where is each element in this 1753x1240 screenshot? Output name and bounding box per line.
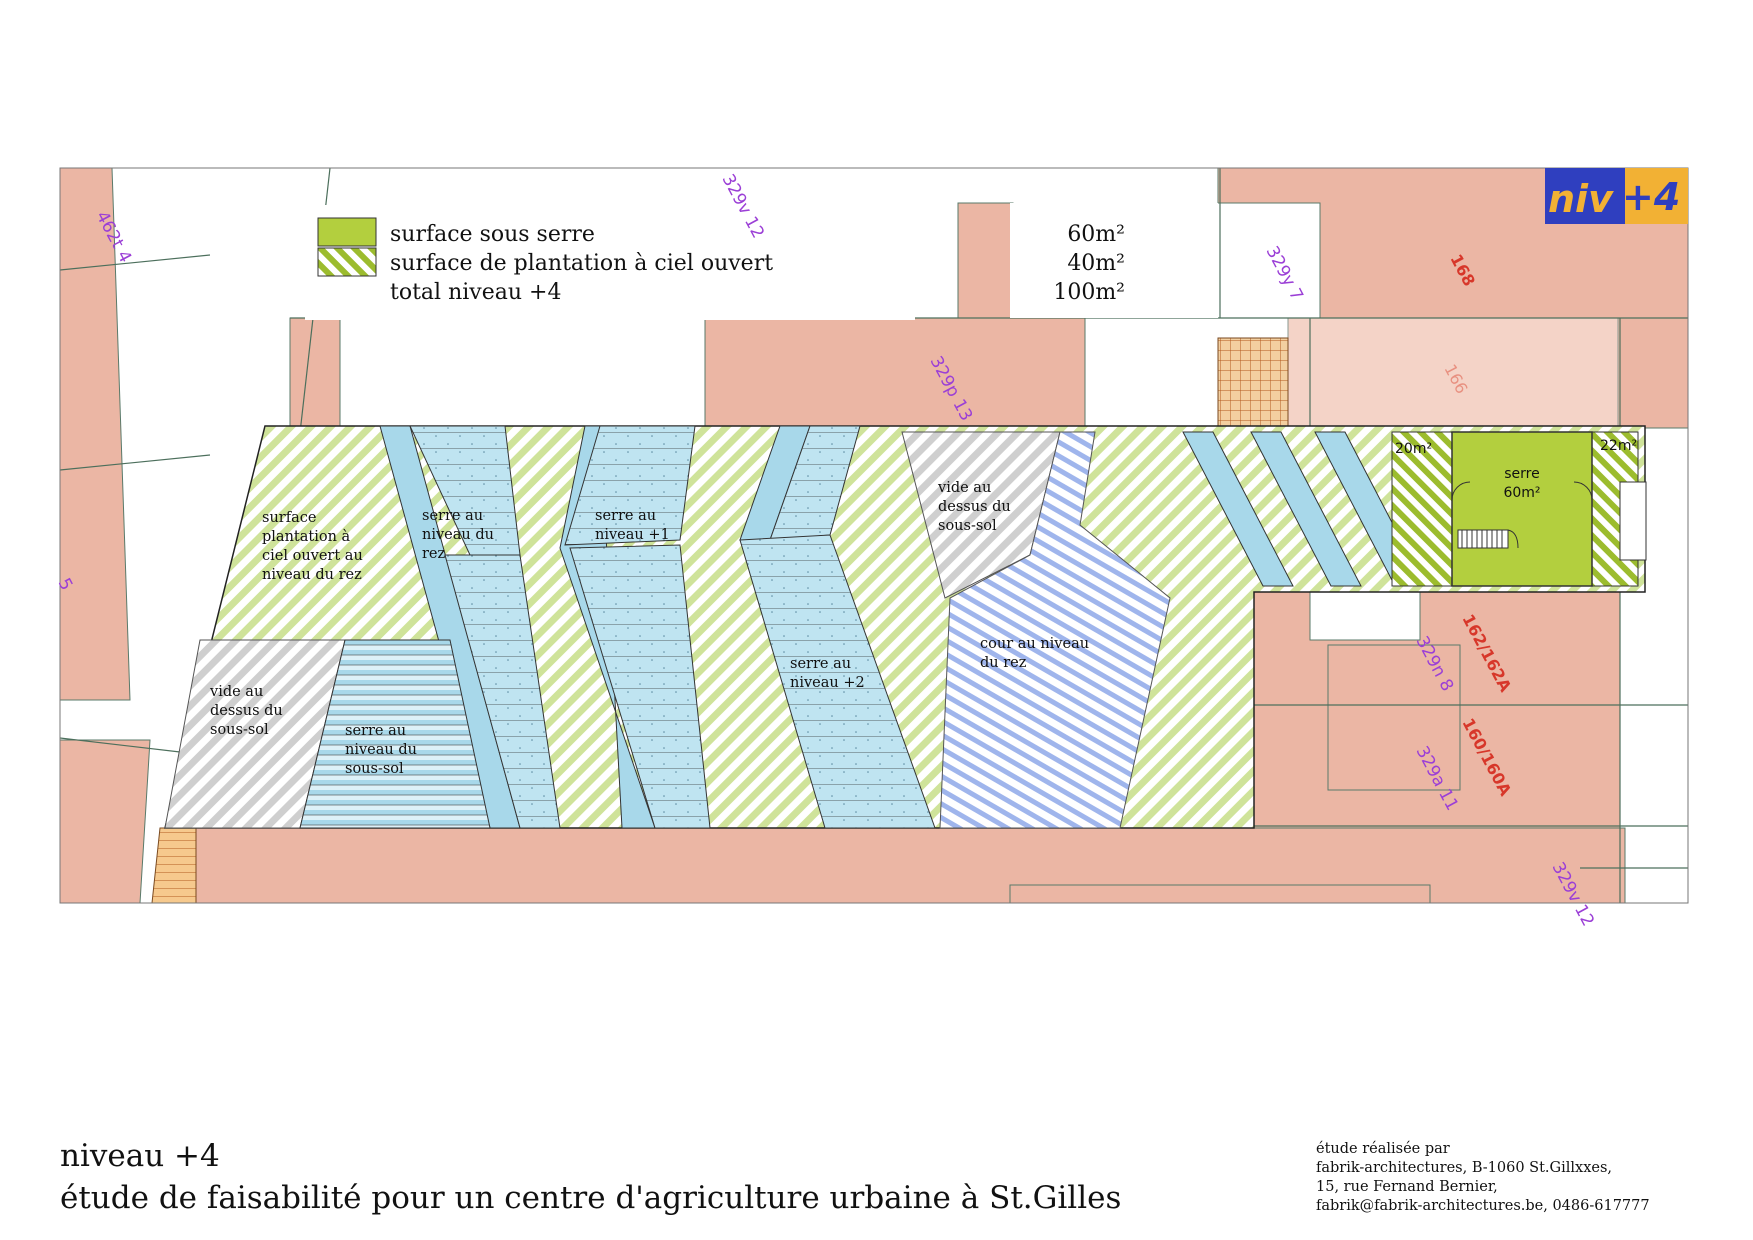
- footer-title-line1: niveau +4: [60, 1138, 220, 1174]
- legend-values-box: [1010, 203, 1218, 318]
- svg-text:cour au niveau: cour au niveau: [980, 636, 1089, 652]
- zone-void-center: vide au dessus du sous-sol: [937, 480, 1011, 534]
- legend-value-3: 100m²: [1053, 280, 1125, 305]
- svg-text:niveau du: niveau du: [422, 527, 494, 543]
- svg-text:sous-sol: sous-sol: [210, 722, 269, 738]
- svg-text:niveau +1: niveau +1: [595, 527, 670, 543]
- svg-text:serre au: serre au: [345, 723, 406, 739]
- svg-text:sous-sol: sous-sol: [345, 761, 404, 777]
- credits-line: 15, rue Fernand Bernier,: [1316, 1179, 1498, 1195]
- zone-courtyard: cour au niveau du rez: [980, 636, 1089, 671]
- orange-lined-block: [151, 827, 197, 903]
- roof-right-area: 22m²: [1600, 438, 1637, 454]
- greenhouse-ground-bottom: [444, 554, 561, 829]
- svg-text:niveau +2: niveau +2: [790, 675, 865, 691]
- svg-text:serre: serre: [1504, 466, 1539, 482]
- badge-suffix: +4: [1622, 175, 1680, 219]
- legend-swatch-solid: [317, 217, 377, 247]
- greenhouse-level1-top: [564, 425, 696, 546]
- stair-icon: [1457, 529, 1519, 549]
- svg-text:serre au: serre au: [790, 656, 851, 672]
- drawing-frame: [59, 167, 1689, 904]
- roof-left-area: 20m²: [1395, 441, 1432, 457]
- svg-text:plantation à: plantation à: [262, 528, 351, 545]
- neighbour-buildings: [60, 168, 1688, 903]
- svg-text:dessus du: dessus du: [210, 703, 283, 719]
- svg-text:du rez: du rez: [980, 655, 1027, 671]
- zone-greenhouse-ground: serre au niveau du rez: [422, 508, 494, 562]
- credits-line: fabrik-architectures, B-1060 St.Gillxxes…: [1316, 1160, 1613, 1176]
- svg-text:sous-sol: sous-sol: [938, 518, 997, 534]
- svg-text:60m²: 60m²: [1503, 485, 1540, 501]
- zone-void-left: vide au dessus du sous-sol: [209, 684, 283, 738]
- badge-prefix: niv: [1548, 177, 1614, 221]
- svg-text:rez: rez: [422, 546, 446, 562]
- greenhouse-basement: [299, 639, 491, 829]
- svg-text:ciel ouvert au: ciel ouvert au: [262, 548, 363, 564]
- zone-greenhouse-basement: serre au niveau du sous-sol: [345, 723, 417, 777]
- credits-line: fabrik@fabrik-architectures.be, 0486-617…: [1316, 1198, 1650, 1214]
- legend-label-2: surface de plantation à ciel ouvert: [390, 251, 773, 276]
- roof-greenhouse: [1451, 431, 1593, 587]
- svg-text:serre au: serre au: [422, 508, 483, 524]
- svg-text:niveau du: niveau du: [345, 742, 417, 758]
- zone-greenhouse-level1: serre au niveau +1: [595, 508, 670, 543]
- credits-block: étude réalisée par fabrik-architectures,…: [1316, 1140, 1650, 1216]
- door-swings: [1451, 481, 1593, 501]
- legend-value-1: 60m²: [1067, 222, 1125, 247]
- legend-box: [305, 205, 915, 320]
- greenhouse-level1-bottom: [569, 544, 711, 829]
- svg-text:dessus du: dessus du: [938, 499, 1011, 515]
- parcel-label: 329y 7: [1262, 243, 1307, 304]
- greenhouse-strip-5: [1250, 431, 1362, 587]
- svg-text:surface: surface: [262, 510, 316, 526]
- level-badge: niv +4: [1545, 168, 1688, 224]
- svg-text:serre au: serre au: [595, 508, 656, 524]
- zone-greenhouse-level2: serre au niveau +2: [790, 656, 865, 691]
- legend-swatch-hatched: [317, 247, 377, 277]
- roof-door: [1619, 481, 1647, 561]
- legend-label-3: total niveau +4: [390, 280, 561, 305]
- legend-label-1: surface sous serre: [390, 222, 595, 247]
- greenhouse-level2-bottom: [739, 534, 936, 829]
- roof-greenhouse-label: serre 60m²: [1503, 466, 1540, 501]
- svg-text:vide au: vide au: [209, 684, 263, 700]
- svg-text:vide au: vide au: [937, 480, 991, 496]
- footer-title-line2: étude de faisabilité pour un centre d'ag…: [60, 1180, 1122, 1216]
- credits-line: étude réalisée par: [1316, 1141, 1450, 1157]
- svg-text:niveau du rez: niveau du rez: [262, 567, 362, 583]
- orange-grid-block: [1217, 337, 1289, 427]
- zone-open-air-ground: surface plantation à ciel ouvert au nive…: [262, 510, 363, 583]
- legend-value-2: 40m²: [1067, 251, 1125, 276]
- courtyard: [939, 431, 1171, 829]
- roof-terrace-left: [1391, 431, 1453, 587]
- greenhouse-strip-4: [1182, 431, 1294, 587]
